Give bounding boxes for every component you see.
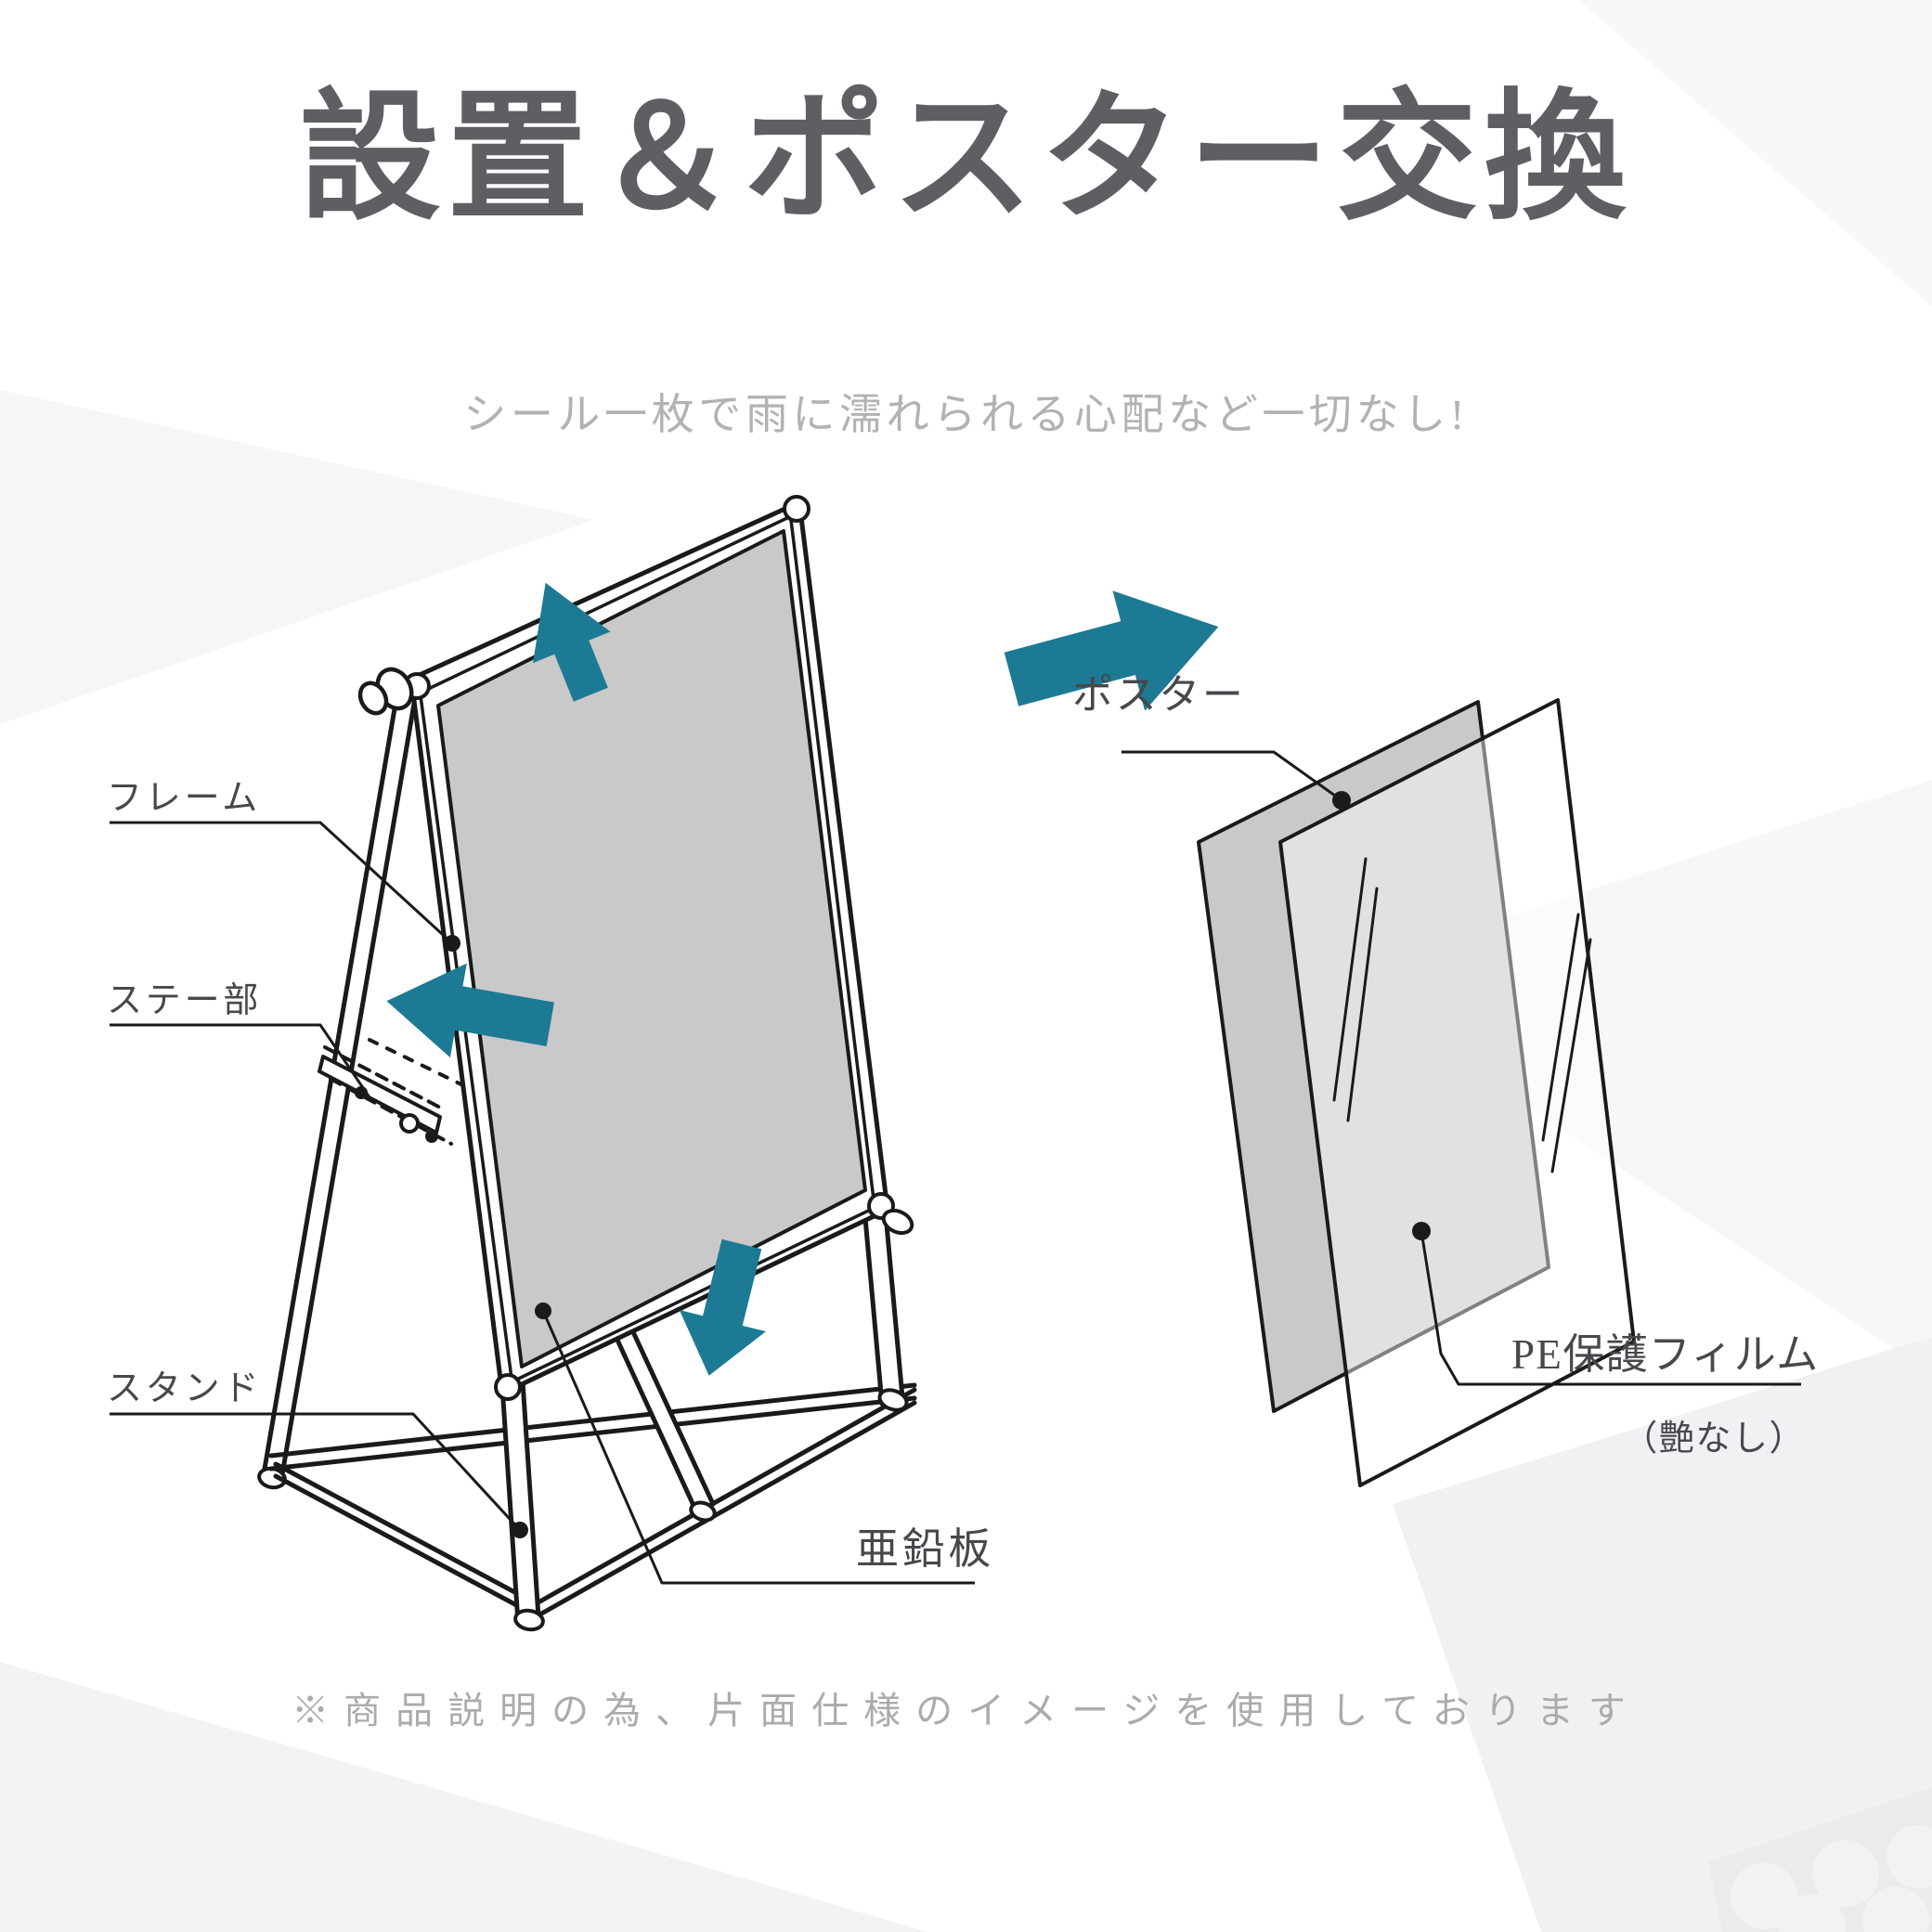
arrow-up-icon [533, 582, 611, 702]
stay-assembly [318, 1038, 471, 1146]
poster-anchor-dot [1332, 791, 1351, 810]
page-subtitle: シール一枚で雨に濡れられる心配など一切なし! [463, 391, 1469, 438]
label-stay: ステー部 [107, 981, 263, 1020]
leader-lines [110, 750, 1801, 1585]
hinge-caps [357, 667, 414, 716]
direction-arrows [386, 582, 1219, 1376]
pe-film-sheet [1278, 698, 1636, 1487]
front-left-leg [499, 1365, 541, 1626]
arrow-left-icon [386, 963, 554, 1058]
label-pe-film: PE保護フィルム [1511, 1331, 1820, 1378]
zinc-anchor-dot [535, 1303, 551, 1319]
poster-film-drawing [1197, 698, 1636, 1487]
label-stand: スタンド [107, 1369, 263, 1408]
film-reflection-lines [1332, 857, 1592, 1173]
a-frame-stand-drawing [257, 495, 917, 1632]
zinc-panel [436, 529, 867, 1368]
pe-film-leader [1420, 1230, 1801, 1386]
label-zinc-plate: 亜鉛板 [856, 1525, 995, 1573]
dotted-corner-pattern [1708, 1787, 1932, 1932]
poster-frame [403, 495, 914, 1401]
rear-left-leg [261, 690, 418, 1483]
pe-film-anchor-dot [1412, 1222, 1431, 1240]
frame-leader [110, 821, 454, 945]
stand-leader [110, 1412, 522, 1532]
zinc-leader [541, 1310, 975, 1585]
label-poster: ポスター [1072, 672, 1246, 718]
usage-note: ※商品説明の為、片面仕様のイメージを使用しております [292, 1690, 1640, 1731]
frame-anchor-dot [444, 935, 460, 952]
poster-leader [1122, 750, 1342, 802]
rear-right-foot [689, 1500, 717, 1523]
stay-leader [110, 1023, 373, 1101]
label-pe-film-finish: （艶なし） [1622, 1420, 1806, 1459]
page-title: 設置＆ポスター交換 [299, 81, 1633, 237]
stand-anchor-dot [512, 1522, 528, 1538]
arrow-down-icon [679, 1238, 766, 1376]
arrow-right-icon [1004, 590, 1219, 711]
front-left-foot [513, 1608, 545, 1632]
label-frame: フレーム [107, 779, 262, 818]
bottom-rails [268, 1382, 917, 1619]
front-right-foot [877, 1388, 909, 1412]
